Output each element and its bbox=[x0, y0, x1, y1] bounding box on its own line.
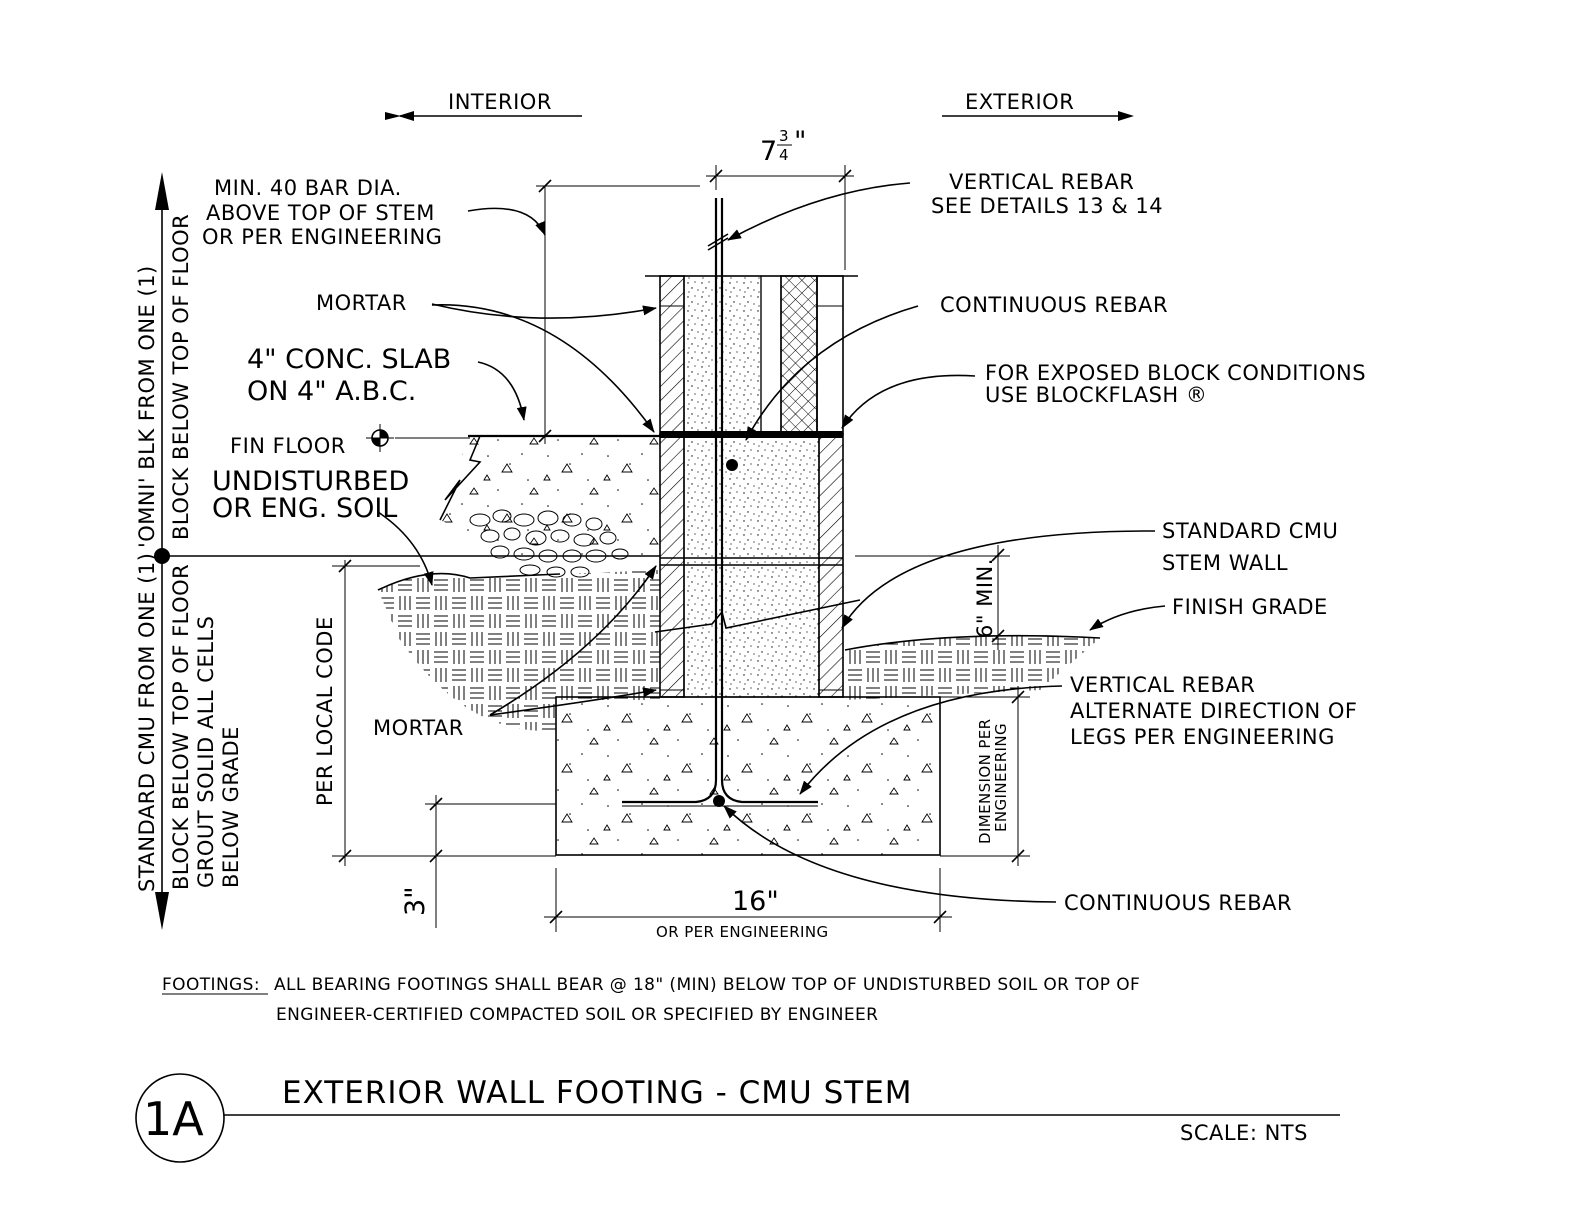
soil-line1: UNDISTURBED bbox=[212, 466, 409, 497]
fin-floor-target-icon bbox=[366, 424, 394, 452]
detail-number-circle bbox=[135, 1073, 225, 1163]
footings-note-label: FOOTINGS: bbox=[162, 975, 260, 995]
svg-text:": " bbox=[794, 126, 806, 157]
continuous-rebar-top bbox=[726, 459, 738, 471]
cmu-stem-wall bbox=[645, 275, 861, 698]
bottom-clear-label: 3" bbox=[400, 886, 431, 916]
finish-grade-line bbox=[844, 634, 1101, 651]
side-note-lower-1: STANDARD CMU FROM ONE (1) bbox=[135, 553, 159, 892]
blockflash-line2: USE BLOCKFLASH ® bbox=[985, 383, 1207, 407]
footing-width-label: 16" bbox=[732, 886, 779, 917]
blockflash-strip bbox=[660, 431, 843, 438]
footing-width-note: OR PER ENGINEERING bbox=[656, 923, 829, 941]
datum-marker bbox=[154, 548, 170, 564]
continuous-rebar-bottom-label: CONTINUOUS REBAR bbox=[1064, 891, 1292, 915]
exterior-label: EXTERIOR bbox=[965, 90, 1074, 114]
detail-number: 1A bbox=[143, 1092, 204, 1146]
side-note-lower-4: BELOW GRADE bbox=[219, 726, 243, 888]
footings-note-line1: ALL BEARING FOOTINGS SHALL BEAR @ 18" (M… bbox=[274, 975, 1140, 995]
footings-note-line2: ENGINEER-CERTIFIED COMPACTED SOIL OR SPE… bbox=[276, 1005, 878, 1025]
leaders bbox=[377, 182, 1166, 903]
scale-label: SCALE: NTS bbox=[1180, 1121, 1308, 1145]
detail-title: EXTERIOR WALL FOOTING - CMU STEM bbox=[282, 1075, 913, 1111]
cmu-line2: STEM WALL bbox=[1162, 551, 1288, 575]
side-note-lower-2: BLOCK BELOW TOP OF FLOOR bbox=[169, 564, 193, 890]
per-local-code-label: PER LOCAL CODE bbox=[313, 616, 337, 806]
vertical-rebar-line2: SEE DETAILS 13 & 14 bbox=[931, 194, 1163, 218]
soil-exterior bbox=[845, 635, 1100, 700]
soil-line2: OR ENG. SOIL bbox=[212, 493, 397, 524]
cmu-line1: STANDARD CMU bbox=[1162, 519, 1338, 543]
min-cover-label: 6" MIN. bbox=[973, 558, 997, 638]
vertical-rebar-line1: VERTICAL REBAR bbox=[949, 170, 1134, 194]
mortar-top-label: MORTAR bbox=[316, 291, 407, 315]
min40-line2: ABOVE TOP OF STEM bbox=[206, 201, 435, 225]
slab-line1: 4" CONC. SLAB bbox=[247, 344, 451, 375]
side-note-upper-2: BLOCK BELOW TOP OF FLOOR bbox=[169, 214, 193, 540]
side-note-lower-3: GROUT SOLID ALL CELLS bbox=[194, 616, 218, 888]
svg-text:4: 4 bbox=[779, 146, 789, 164]
slab-line2: ON 4" A.B.C. bbox=[247, 376, 416, 407]
concrete-footing bbox=[555, 696, 941, 856]
footing-depth-line1: DIMENSION PER bbox=[976, 718, 994, 844]
blockflash-line1: FOR EXPOSED BLOCK CONDITIONS bbox=[985, 361, 1366, 385]
continuous-rebar-top-label: CONTINUOUS REBAR bbox=[940, 293, 1168, 317]
vertical-legs-line2: ALTERNATE DIRECTION OF bbox=[1070, 699, 1358, 723]
min40-line3: OR PER ENGINEERING bbox=[202, 225, 442, 249]
up-arrow-icon bbox=[155, 172, 169, 210]
side-note-upper-1: 'OMNI' BLK FROM ONE (1) bbox=[135, 265, 159, 548]
mortar-bottom-label: MORTAR bbox=[373, 716, 464, 740]
wall-width-dimension: 7 3 4 " bbox=[760, 126, 806, 167]
svg-text:3: 3 bbox=[779, 127, 789, 145]
soil-interior bbox=[378, 570, 660, 731]
down-arrow-icon bbox=[155, 892, 169, 930]
continuous-rebar-bottom bbox=[713, 795, 725, 807]
vertical-legs-line1: VERTICAL REBAR bbox=[1070, 673, 1255, 697]
finish-grade-label: FINISH GRADE bbox=[1172, 595, 1328, 619]
slab-break-line bbox=[439, 435, 482, 521]
interior-label: INTERIOR bbox=[448, 90, 552, 114]
min40-line1: MIN. 40 BAR DIA. bbox=[214, 176, 402, 200]
fin-floor-label: FIN FLOOR bbox=[230, 434, 346, 458]
svg-text:7: 7 bbox=[760, 136, 777, 167]
vertical-legs-line3: LEGS PER ENGINEERING bbox=[1070, 725, 1335, 749]
concrete-slab bbox=[440, 436, 660, 560]
footing-depth-line2: ENGINEERING bbox=[992, 723, 1010, 832]
